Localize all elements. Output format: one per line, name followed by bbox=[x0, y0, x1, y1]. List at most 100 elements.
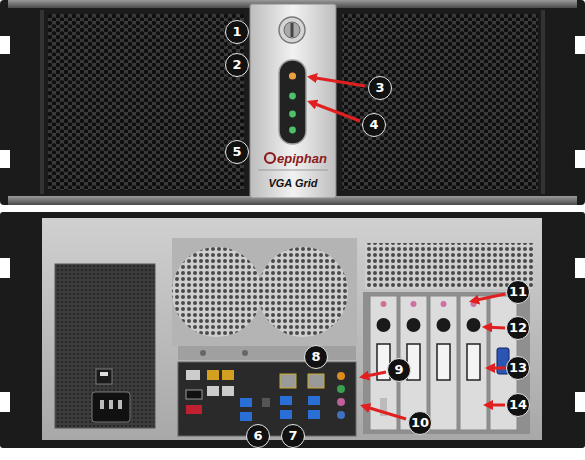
power-socket bbox=[92, 392, 130, 422]
ear-notch bbox=[575, 392, 585, 412]
usb-port bbox=[222, 370, 234, 380]
socket-pin bbox=[109, 400, 113, 409]
socket-pin bbox=[118, 400, 122, 409]
front-grille bbox=[48, 14, 244, 190]
usb-port bbox=[207, 370, 219, 380]
callout-number: 7 bbox=[281, 424, 305, 448]
ear-notch bbox=[0, 36, 10, 54]
led-window bbox=[279, 60, 306, 144]
usb3-port bbox=[280, 410, 292, 419]
brand-logo: epiphan bbox=[277, 151, 327, 166]
callout-number: 6 bbox=[246, 424, 270, 448]
top-vent bbox=[365, 243, 533, 289]
power-supply bbox=[55, 264, 155, 428]
card-led bbox=[411, 301, 417, 307]
ps2-port bbox=[186, 370, 200, 380]
key-lock bbox=[279, 17, 305, 43]
card-led bbox=[441, 301, 447, 307]
key-lock-core bbox=[284, 22, 300, 38]
callout-number: 14 bbox=[506, 393, 530, 417]
leader-arrow bbox=[472, 294, 505, 301]
io-panel bbox=[178, 362, 356, 436]
callout-number: 12 bbox=[506, 316, 530, 340]
chassis-back bbox=[42, 218, 542, 440]
ear-edge bbox=[40, 10, 44, 194]
hdmi-port bbox=[186, 390, 202, 399]
usb3-port bbox=[308, 410, 320, 419]
ethernet-port bbox=[308, 374, 324, 388]
ear-notch bbox=[0, 392, 10, 412]
dvi-connector bbox=[437, 344, 450, 380]
leader-arrow bbox=[310, 102, 360, 121]
rear-panel bbox=[0, 212, 585, 448]
usb3-port bbox=[240, 412, 252, 421]
card-bracket bbox=[430, 296, 457, 430]
screw bbox=[200, 350, 206, 356]
capture-card bbox=[460, 296, 487, 430]
fan-vent bbox=[172, 247, 262, 337]
power-switch bbox=[96, 369, 112, 384]
leader-arrow bbox=[363, 406, 406, 419]
socket-pin bbox=[100, 400, 104, 409]
usb-port bbox=[207, 386, 219, 396]
audio-connector bbox=[407, 318, 421, 332]
fan-vent bbox=[258, 247, 348, 337]
leader-arrow bbox=[486, 404, 505, 407]
callout-number: 3 bbox=[368, 76, 392, 100]
led-green bbox=[289, 127, 296, 134]
audio-jack bbox=[337, 411, 345, 419]
switch-mark bbox=[100, 372, 108, 376]
model-name: VGA Grid bbox=[268, 177, 317, 189]
ear-notch bbox=[575, 258, 585, 278]
audio-jack bbox=[337, 398, 345, 406]
callout-number: 1 bbox=[225, 20, 249, 44]
callout-number: 13 bbox=[506, 356, 530, 380]
audio-connector bbox=[377, 318, 391, 332]
leader-arrow bbox=[310, 77, 365, 86]
audio-jack bbox=[337, 385, 345, 393]
audio-connector bbox=[467, 318, 481, 332]
card-cage bbox=[363, 292, 530, 434]
esata-port bbox=[186, 405, 202, 414]
callout-number: 2 bbox=[225, 53, 249, 77]
leader-arrow bbox=[485, 327, 505, 328]
card-bracket bbox=[460, 296, 487, 430]
audio-connector bbox=[437, 318, 451, 332]
callout-number: 8 bbox=[304, 345, 328, 369]
ear-notch bbox=[575, 150, 585, 168]
divider bbox=[258, 170, 328, 171]
led-green bbox=[289, 93, 296, 100]
usb-port bbox=[222, 386, 234, 396]
ear-notch bbox=[0, 150, 10, 168]
rack-chassis bbox=[0, 0, 585, 205]
usb3-port bbox=[240, 398, 252, 407]
usb3-port bbox=[308, 396, 320, 405]
led-green bbox=[289, 111, 296, 118]
card-led bbox=[381, 301, 387, 307]
ear-notch bbox=[0, 258, 10, 278]
usbc-port bbox=[262, 398, 270, 407]
front-panel bbox=[0, 0, 585, 205]
front-grille bbox=[342, 14, 538, 190]
callout-number: 5 bbox=[225, 140, 249, 164]
usb3-port bbox=[280, 396, 292, 405]
rack-chassis bbox=[0, 212, 585, 448]
capture-card bbox=[430, 296, 457, 430]
io-bracket bbox=[178, 346, 356, 360]
leader-arrow bbox=[488, 367, 505, 370]
center-panel bbox=[250, 4, 336, 198]
callout-number: 9 bbox=[387, 358, 411, 382]
callout-number: 4 bbox=[362, 113, 386, 137]
callout-number: 11 bbox=[506, 280, 530, 304]
screw bbox=[242, 350, 248, 356]
ear-edge bbox=[541, 10, 545, 194]
leader-arrow bbox=[362, 372, 386, 377]
ear-notch bbox=[575, 36, 585, 54]
callout-number: 10 bbox=[408, 411, 432, 435]
key-slot bbox=[291, 23, 294, 37]
led-orange bbox=[289, 72, 296, 79]
audio-jack bbox=[337, 372, 345, 380]
